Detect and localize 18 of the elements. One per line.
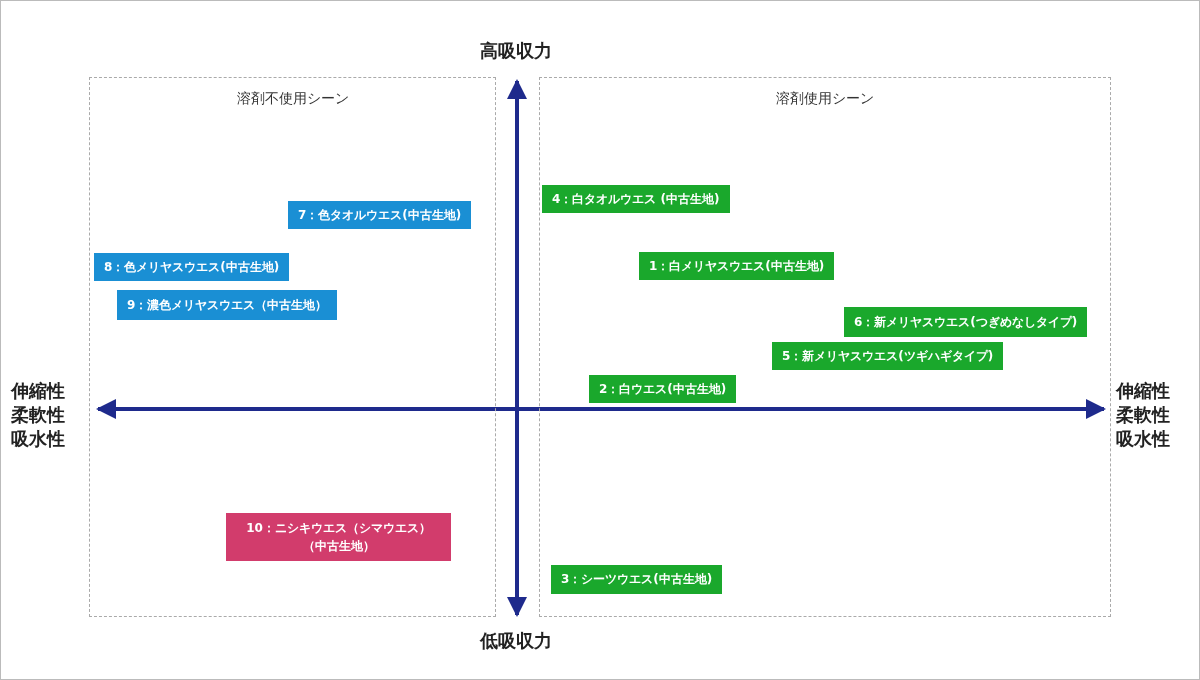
product-tag: 4：白タオルウエス (中古生地) bbox=[542, 185, 730, 213]
quadrant-region bbox=[539, 77, 1111, 617]
product-tag: 2：白ウエス(中古生地) bbox=[589, 375, 737, 403]
right-axis-label: 伸縮性柔軟性吸水性 bbox=[1114, 379, 1171, 451]
left-axis-label: 伸縮性柔軟性吸水性 bbox=[9, 379, 66, 451]
product-tag: 1：白メリヤスウエス(中古生地) bbox=[639, 252, 835, 280]
top-axis-label: 高吸収力 bbox=[479, 39, 553, 63]
region-heading: 溶剤不使用シーン bbox=[235, 90, 350, 108]
product-tag: 7：色タオルウエス(中古生地) bbox=[288, 201, 472, 229]
region-heading: 溶剤使用シーン bbox=[775, 90, 875, 108]
product-tag: 5：新メリヤスウエス(ツギハギタイプ) bbox=[772, 342, 1004, 370]
product-tag: 3：シーツウエス(中古生地) bbox=[551, 565, 723, 594]
product-tag: 6：新メリヤスウエス(つぎめなしタイプ) bbox=[844, 307, 1088, 337]
quadrant-region bbox=[89, 77, 496, 617]
product-tag: 10：ニシキウエス（シマウエス）（中古生地） bbox=[226, 513, 451, 561]
product-tag: 9：濃色メリヤスウエス（中古生地） bbox=[117, 290, 338, 320]
product-tag: 8：色メリヤスウエス(中古生地) bbox=[94, 253, 290, 281]
bottom-axis-label: 低吸収力 bbox=[478, 629, 553, 653]
